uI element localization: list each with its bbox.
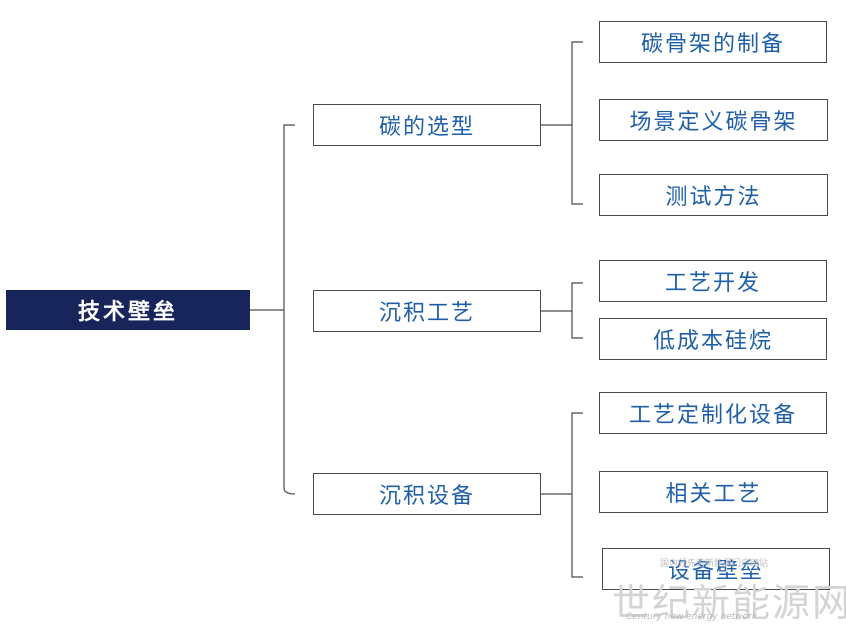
branch-label: 沉积设备	[378, 484, 475, 509]
branch-3-brace	[540, 412, 583, 578]
leaf-label: 设备壁垒	[667, 559, 764, 584]
root-node: 技术壁垒	[6, 290, 250, 330]
leaf-label: 低成本硅烷	[652, 329, 773, 354]
leaf-node: 相关工艺	[599, 471, 828, 513]
branch-label: 碳的选型	[378, 115, 475, 140]
leaf-node: 测试方法	[599, 174, 828, 216]
leaf-node: 低成本硅烷	[599, 318, 827, 360]
root-brace	[250, 124, 296, 495]
leaf-label: 工艺开发	[664, 271, 761, 296]
root-label: 技术壁垒	[77, 299, 178, 325]
branch-node-deposition-equipment: 沉积设备	[313, 473, 541, 515]
branch-1-brace	[540, 41, 583, 205]
leaf-node: 工艺开发	[599, 260, 827, 302]
leaf-node: 工艺定制化设备	[599, 392, 827, 434]
leaf-label: 碳骨架的制备	[640, 32, 785, 57]
branch-2-brace	[540, 282, 583, 339]
leaf-node: 设备壁垒	[602, 548, 830, 590]
leaf-label: 测试方法	[665, 185, 762, 210]
branch-label: 沉积工艺	[378, 301, 475, 326]
leaf-label: 工艺定制化设备	[628, 403, 797, 428]
branch-node-deposition-process: 沉积工艺	[313, 290, 541, 332]
branch-node-carbon-selection: 碳的选型	[313, 104, 541, 146]
leaf-label: 场景定义碳骨架	[629, 110, 798, 135]
leaf-node: 碳骨架的制备	[599, 21, 827, 63]
leaf-node: 场景定义碳骨架	[599, 99, 828, 141]
leaf-label: 相关工艺	[665, 482, 762, 507]
